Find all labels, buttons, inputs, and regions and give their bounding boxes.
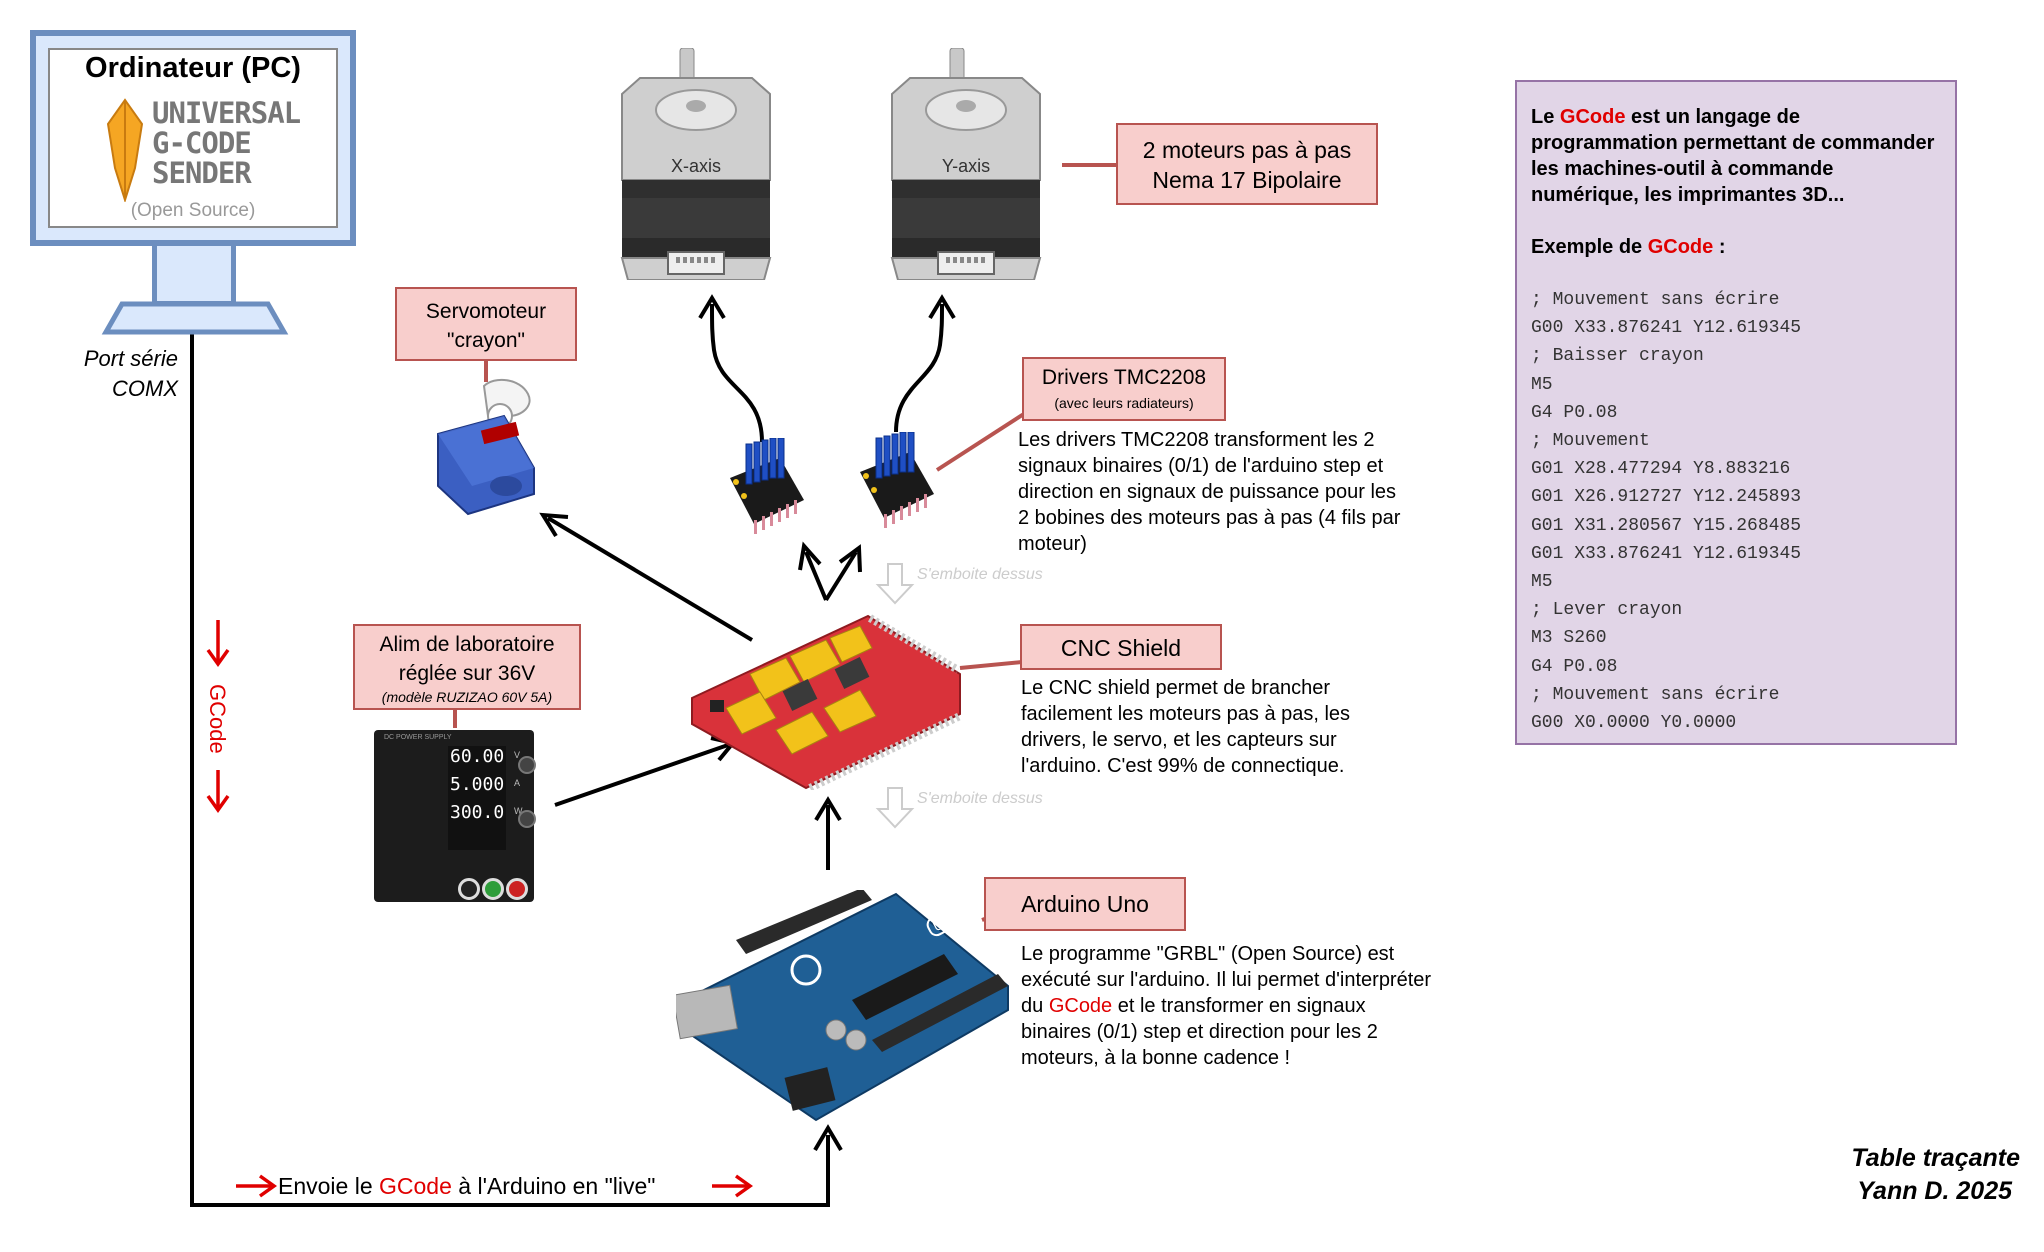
servo-motor-icon [437,378,535,516]
fits-on-top-arrow-1 [875,563,915,605]
voltage-knob [518,756,536,774]
power-supply-brand: DC POWER SUPPLY [384,734,452,741]
power-supply-display [448,746,506,850]
serial-cable-arrowhead [813,1124,843,1152]
motor-y-label: Y-axis [941,156,991,176]
gcode-line: G01 X31.280567 Y15.268485 [1531,515,1802,536]
gcode-intro: Le GCode est un langage de programmation… [1531,106,1935,206]
fits-on-top-arrow-2 [875,787,915,829]
computer-title: Ordinateur (PC) [85,52,301,84]
stepper-motor-y: Y-axis [888,47,1044,281]
gcode-line: ; Mouvement sans écrire [1531,290,1780,310]
arduino-description: Le programme "GRBL" (Open Source) est ex… [1021,943,1432,1069]
drivers-description: Les drivers TMC2208 transforment les 2 s… [1018,429,1401,555]
signature: Table traçante Yann D. 2025 [1720,1142,2020,1208]
monitor-neck [152,246,236,306]
driver-x-icon [730,438,804,534]
stepper-motor-y-icon [890,47,1042,281]
current-knob [518,810,536,828]
gcode-line: G4 P0.08 [1531,656,1618,677]
output-terminal-green [482,878,504,900]
gcode-line: ; Lever crayon [1531,600,1683,621]
gcode-down-arrow-bottom [206,770,230,814]
arduino-label: Arduino Uno [984,877,1186,931]
logo-subtitle: (Open Source) [130,200,256,221]
fits-on-top-hint-2: S'emboite dessus [917,790,1043,807]
gcode-line: G00 X0.0000 Y0.0000 [1531,713,1737,734]
serial-cable [190,328,830,1207]
send-arrow-left [236,1174,278,1198]
monitor-base [101,301,289,335]
gcode-line: ; Baisser crayon [1531,346,1704,367]
driver-y-icon [860,432,934,528]
gcode-down-arrow-top [206,620,230,668]
stepper-motor-x: X-axis [618,47,774,281]
voltage-readout: 60.00 [450,746,505,767]
current-readout: 5.000 [450,774,505,795]
monitor-screen [48,48,338,228]
power-unit: W [514,806,523,816]
motors-caption: 2 moteurs pas à pas Nema 17 Bipolaire [1116,123,1378,205]
arrow-driver-y-to-motor [894,294,956,433]
cnc-shield-icon [691,614,962,790]
current-unit: A [514,778,521,788]
arrow-arduino-to-shield [814,796,842,870]
gcode-info-panel: Le GCode est un langage de programmation… [1515,80,1957,745]
power-readout: 300.0 [450,802,505,823]
output-terminal-black [458,878,480,900]
gcode-line: ; Mouvement [1531,431,1650,452]
drivers-label-connector [935,408,1032,472]
arrow-shield-to-servo [539,512,754,642]
gcode-line: G4 P0.08 [1531,402,1618,423]
port-label: Port série COMX [83,346,178,401]
gcode-line: ; Mouvement sans écrire [1531,684,1780,705]
signature-author: Yann D. 2025 [1857,1177,2012,1205]
send-gcode-label: Envoie le GCode à l'Arduino en "live" [278,1173,656,1199]
signature-title: Table traçante [1851,1144,2020,1172]
voltage-unit: V [514,750,521,760]
shield-label-connector [959,660,1023,670]
stepper-motor-x-icon [620,47,772,281]
arduino-uno-icon [676,890,1009,1122]
gcode-vertical-label: GCode [205,684,230,754]
cnc-shield-description: Le CNC shield permet de brancher facilem… [1021,677,1351,777]
motor-x-label: X-axis [670,156,721,176]
cnc-shield-label: CNC Shield [1020,624,1222,670]
servo-label: Servomoteur "crayon" [395,287,577,361]
computer-monitor [30,30,356,246]
ugs-logo-icon [106,98,144,202]
gcode-line: M3 S260 [1531,628,1607,649]
output-terminal-red [506,878,528,900]
arrow-shield-to-drivers [798,541,862,602]
gcode-example-heading: Exemple de GCode : [1531,236,1726,258]
power-supply-device: DC POWER SUPPLY 60.00 5.000 300.0 V A W [374,730,536,902]
power-supply-label: Alim de laboratoire réglée sur 36V (modè… [353,624,581,710]
gcode-line: G00 X33.876241 Y12.619345 [1531,318,1802,339]
drivers-label: Drivers TMC2208 (avec leurs radiateurs) [1022,357,1226,421]
fits-on-top-hint-1: S'emboite dessus [917,566,1043,583]
gcode-line: G01 X33.876241 Y12.619345 [1531,543,1802,564]
ugs-logo-text: UNIVERSAL G-CODE SENDER [152,96,301,190]
gcode-line: M5 [1531,374,1553,395]
gcode-line: G01 X26.912727 Y12.245893 [1531,487,1802,508]
gcode-line: M5 [1531,572,1553,593]
arrow-driver-x-to-motor [698,294,764,443]
gcode-line: G01 X28.477294 Y8.883216 [1531,459,1791,480]
send-arrow-right [712,1174,754,1198]
